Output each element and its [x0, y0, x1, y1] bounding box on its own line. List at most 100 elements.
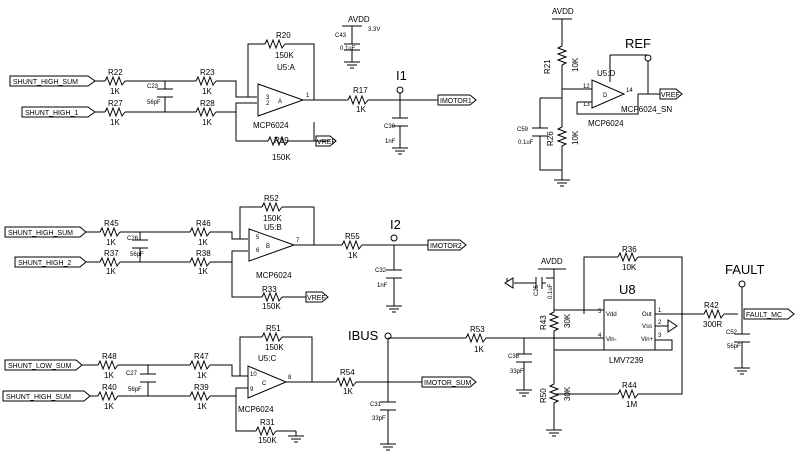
svg-text:R21: R21 [543, 59, 552, 74]
svg-text:SHUNT_HIGH_SUM: SHUNT_HIGH_SUM [8, 230, 73, 237]
svg-text:SHUNT_LOW_SUM: SHUNT_LOW_SUM [8, 363, 72, 370]
svg-text:MCP6024: MCP6024 [588, 119, 624, 128]
r17-val: 1K [356, 105, 366, 114]
svg-text:R31: R31 [260, 418, 275, 427]
svg-text:1K: 1K [104, 402, 114, 411]
r19-ref: R19 [274, 136, 289, 145]
opamp-u5c: 10 9 8 C U5:C MCP6024 [238, 354, 292, 414]
resistor-r27 [104, 106, 126, 118]
svg-text:1K: 1K [104, 371, 114, 380]
svg-text:R44: R44 [622, 381, 637, 390]
testpoint-ref: REF [625, 36, 652, 94]
svg-text:C23: C23 [147, 84, 159, 90]
r23-val: 1K [202, 87, 212, 96]
port-shunt-high-1[interactable]: SHUNT_HIGH_1 [21, 106, 96, 118]
svg-text:10K: 10K [571, 130, 580, 145]
svg-text:U5:D: U5:D [597, 69, 615, 78]
svg-text:8: 8 [288, 375, 292, 381]
resistor-r17 [347, 94, 369, 106]
testpoint-fault: FAULT [725, 262, 765, 368]
svg-text:C26: C26 [127, 236, 139, 242]
svg-text:3.3V: 3.3V [368, 27, 380, 33]
resistor-r48 [97, 359, 119, 371]
svg-text:R37: R37 [104, 249, 119, 258]
svg-text:FAULT_MC: FAULT_MC [746, 312, 782, 319]
svg-text:C25: C25 [534, 284, 540, 296]
svg-text:30K: 30K [563, 313, 572, 328]
svg-text:1K: 1K [198, 238, 208, 247]
section-u5b: SHUNT_HIGH_SUM SHUNT_HIGH_2 R45 1K R37 1… [4, 194, 467, 313]
port-imotor-sum[interactable]: IMOTOR_SUM [421, 376, 477, 388]
svg-text:1K: 1K [197, 371, 207, 380]
r19-val: 150K [272, 153, 291, 162]
svg-text:1nF: 1nF [385, 139, 396, 145]
svg-text:VREF: VREF [317, 139, 336, 146]
svg-text:56pF: 56pF [147, 100, 161, 106]
svg-text:REF: REF [625, 36, 651, 51]
svg-text:R43: R43 [539, 315, 548, 330]
port-vref-1[interactable]: VREF [315, 135, 337, 147]
svg-text:R45: R45 [104, 219, 119, 228]
port-shunt-high-2[interactable]: SHUNT_HIGH_2 [14, 256, 87, 268]
svg-text:56pF: 56pF [130, 252, 144, 258]
port-imotor1[interactable]: IMOTOR1 [437, 94, 477, 106]
r22-val: 1K [110, 87, 120, 96]
r28-val: 1K [202, 118, 212, 127]
section-u5c: SHUNT_LOW_SUM SHUNT_HIGH_SUM R48 1K R40 … [2, 324, 477, 451]
resistor-r37 [99, 256, 121, 268]
ground-r31 [288, 431, 304, 443]
testpoint-i1: I1 [396, 68, 407, 94]
svg-text:1: 1 [306, 93, 310, 99]
svg-text:R40: R40 [102, 383, 117, 392]
capacitor-c23: C23 56pF [147, 84, 173, 106]
svg-text:33pF: 33pF [510, 369, 524, 375]
svg-text:IMOTOR_SUM: IMOTOR_SUM [424, 380, 471, 387]
power-avdd-1: AVDD 3.3V C43 0.1uF [335, 15, 380, 69]
svg-text:C52: C52 [726, 330, 738, 336]
svg-text:MCP6024: MCP6024 [256, 271, 292, 280]
svg-text:R51: R51 [266, 324, 281, 333]
svg-text:33pF: 33pF [372, 416, 386, 422]
port-shunt-high-sum-1[interactable]: SHUNT_HIGH_SUM [9, 75, 96, 87]
section-u8: R53 1K C38 33pF AVDD C25 0.1uF R43 30K R… [388, 245, 795, 437]
svg-text:1K: 1K [348, 251, 358, 260]
svg-text:C30: C30 [384, 124, 396, 130]
svg-text:SHUNT_HIGH_SUM: SHUNT_HIGH_SUM [6, 394, 71, 401]
svg-text:1K: 1K [106, 238, 116, 247]
svg-text:7: 7 [296, 238, 300, 244]
r27-ref: R27 [108, 99, 123, 108]
svg-text:D: D [603, 93, 608, 99]
svg-text:5: 5 [598, 309, 602, 315]
ground-u8-vss [667, 319, 678, 333]
resistor-r55 [341, 239, 363, 251]
svg-text:R42: R42 [704, 301, 719, 310]
svg-text:Vdd: Vdd [606, 312, 617, 318]
port-imotor2[interactable]: IMOTOR2 [427, 239, 467, 251]
resistor-r43 [548, 311, 560, 332]
r17-ref: R17 [353, 86, 368, 95]
svg-text:2: 2 [658, 320, 662, 326]
svg-text:U5:C: U5:C [258, 354, 276, 363]
resistor-r38 [189, 256, 211, 268]
ground-c32 [386, 305, 402, 313]
resistor-r20 [264, 38, 286, 50]
svg-text:AVDD: AVDD [348, 15, 370, 24]
port-vref-2[interactable]: VREF [305, 291, 329, 303]
testpoint-i2: I2 [390, 217, 401, 242]
resistor-r19 [267, 135, 289, 147]
svg-text:C31: C31 [370, 402, 382, 408]
port-shunt-high-sum-2[interactable]: SHUNT_HIGH_SUM [4, 226, 87, 238]
port-shunt-high-sum-3[interactable]: SHUNT_HIGH_SUM [2, 390, 91, 402]
resistor-r36 [617, 251, 639, 263]
svg-text:Vin-: Vin- [606, 337, 617, 343]
port-shunt-low-sum[interactable]: SHUNT_LOW_SUM [4, 359, 83, 371]
svg-text:0.1uF: 0.1uF [548, 283, 554, 299]
svg-text:2: 2 [266, 101, 270, 107]
svg-text:R33: R33 [262, 285, 277, 294]
port-vref-3[interactable]: VREF [659, 88, 683, 100]
svg-text:13: 13 [583, 102, 590, 108]
port-fault-mc[interactable]: FAULT_MC [743, 308, 795, 320]
section-u5d: AVDD R21 10K R26 10K C59 0.1uF 12 13 14 … [517, 7, 683, 187]
svg-text:R39: R39 [194, 383, 209, 392]
svg-text:4: 4 [598, 333, 602, 339]
